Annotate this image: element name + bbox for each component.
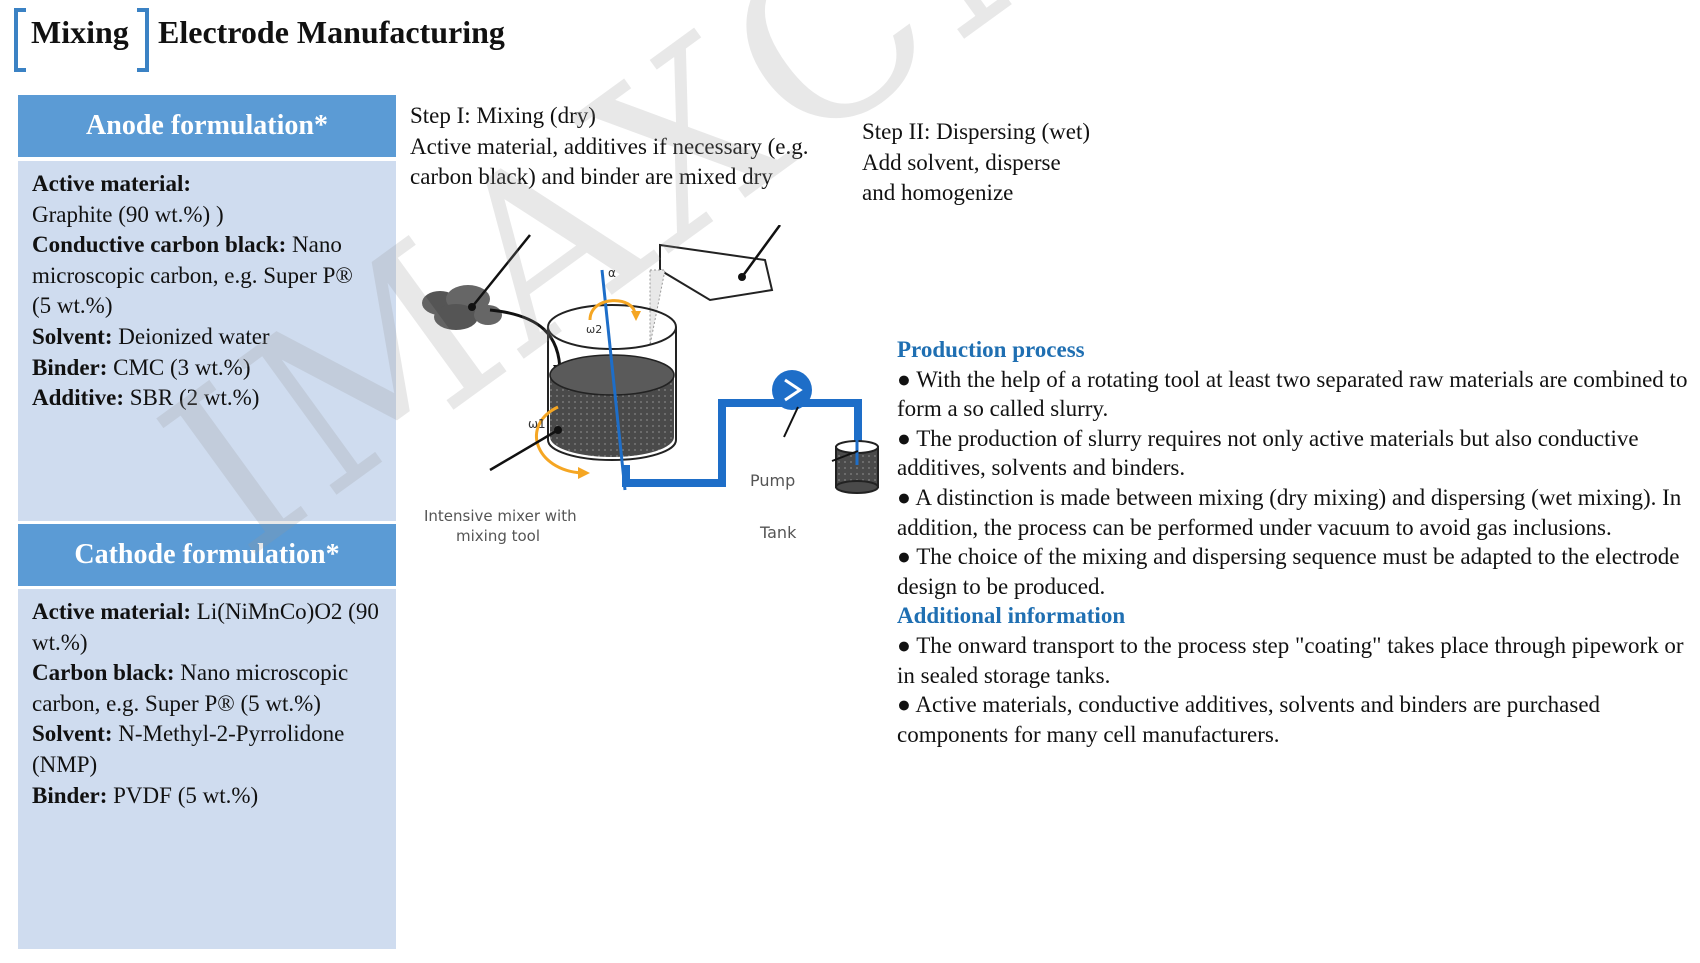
pump-label: Pump (750, 471, 795, 490)
step-one-title: Step I: Mixing (dry) (410, 103, 596, 128)
cathode-line: Binder: PVDF (5 wt.%) (32, 782, 259, 808)
cathode-line: Active material: Li(NiMnCo)O2 (90 wt.%) (32, 599, 379, 655)
cathode-panel-body: Active material: Li(NiMnCo)O2 (90 wt.%) … (18, 589, 396, 949)
tank-icon (835, 439, 879, 494)
pointer-line (489, 428, 559, 472)
pointer-line (783, 406, 799, 438)
production-bullet: ● A distinction is made between mixing (… (897, 484, 1682, 540)
rotation-arrowhead-icon (578, 467, 590, 479)
step-two-title: Step II: Dispersing (wet) (862, 119, 1091, 144)
step-two: Step II: Dispersing (wet) Add solvent, d… (862, 117, 1262, 209)
page-title: Electrode Manufacturing (158, 14, 505, 50)
production-bullet: ● The choice of the mixing and dispersin… (897, 544, 1680, 599)
anode-line: Conductive carbon black: Nano microscopi… (32, 232, 353, 288)
step-one: Step I: Mixing (dry) Active material, ad… (410, 101, 810, 193)
cathode-line: Solvent: N-Methyl-2-Pyrrolidone (NMP) (32, 721, 345, 777)
additional-bullet: ● The onward transport to the process st… (897, 632, 1684, 688)
rotation-arrowhead-icon (631, 311, 641, 321)
powder-pile-icon (422, 285, 502, 330)
mixer-label: Intensive mixer with (424, 507, 577, 525)
feed-arrow-icon (489, 308, 562, 374)
pointer-line (471, 234, 531, 308)
anode-line: Additive: SBR (2 wt.%) (32, 385, 260, 411)
anode-line: Graphite (90 wt.%) ) (32, 201, 224, 227)
tank-label: Tank (759, 523, 797, 542)
pointer-dot (554, 426, 562, 434)
omega1-label: ω1 (528, 417, 546, 431)
pointer-dot (738, 273, 746, 281)
mixer-label: mixing tool (456, 527, 540, 545)
additional-bullet: ● Active materials, conductive additives… (897, 692, 1601, 747)
title-bracket-left (14, 8, 26, 72)
mixing-tool-shaft (600, 269, 627, 491)
mixer-vessel-icon (547, 304, 677, 461)
pipe (622, 399, 790, 487)
mixing-diagram-svg: ω2 ω1 α Intensive mixer with mixing tool… (422, 225, 879, 545)
production-bullet: ● With the help of a rotating tool at le… (897, 366, 1688, 422)
pointer-line (831, 450, 859, 462)
anode-line: (5 wt.%) (32, 293, 113, 319)
cathode-line: Carbon black: Nano microscopic carbon, e… (32, 660, 349, 716)
rotation-arrow-icon (588, 299, 637, 321)
info-section: Production process ● With the help of a … (897, 335, 1697, 749)
pump-icon (772, 370, 812, 410)
production-heading: Production process (897, 337, 1085, 362)
beaker-icon (649, 243, 774, 346)
omega2-label: ω2 (586, 323, 602, 336)
title-bracket-right (137, 8, 149, 72)
section-badge: Mixing (31, 14, 129, 50)
anode-line: Binder: CMC (3 wt.%) (32, 354, 251, 380)
anode-line: Active material: (32, 171, 192, 196)
pipe (790, 399, 862, 443)
additional-heading: Additional information (897, 603, 1126, 629)
anode-panel-body: Active material: Graphite (90 wt.%) ) Co… (18, 161, 396, 521)
anode-panel-header: Anode formulation* (18, 95, 396, 157)
rotation-arrow-icon (535, 405, 583, 475)
step-two-line: Add solvent, disperse (862, 149, 1061, 175)
cathode-panel-header: Cathode formulation* (18, 524, 396, 586)
step-two-line: and homogenize (862, 180, 1014, 206)
anode-line: Solvent: Deionized water (32, 323, 270, 349)
production-bullet: ● The production of slurry requires not … (897, 425, 1639, 481)
mixing-diagram: ω2 ω1 α Intensive mixer with mixing tool… (410, 225, 890, 555)
pointer-line (740, 225, 782, 278)
step-one-text: Active material, additives if necessary … (410, 133, 809, 190)
angle-label: α (608, 266, 616, 280)
